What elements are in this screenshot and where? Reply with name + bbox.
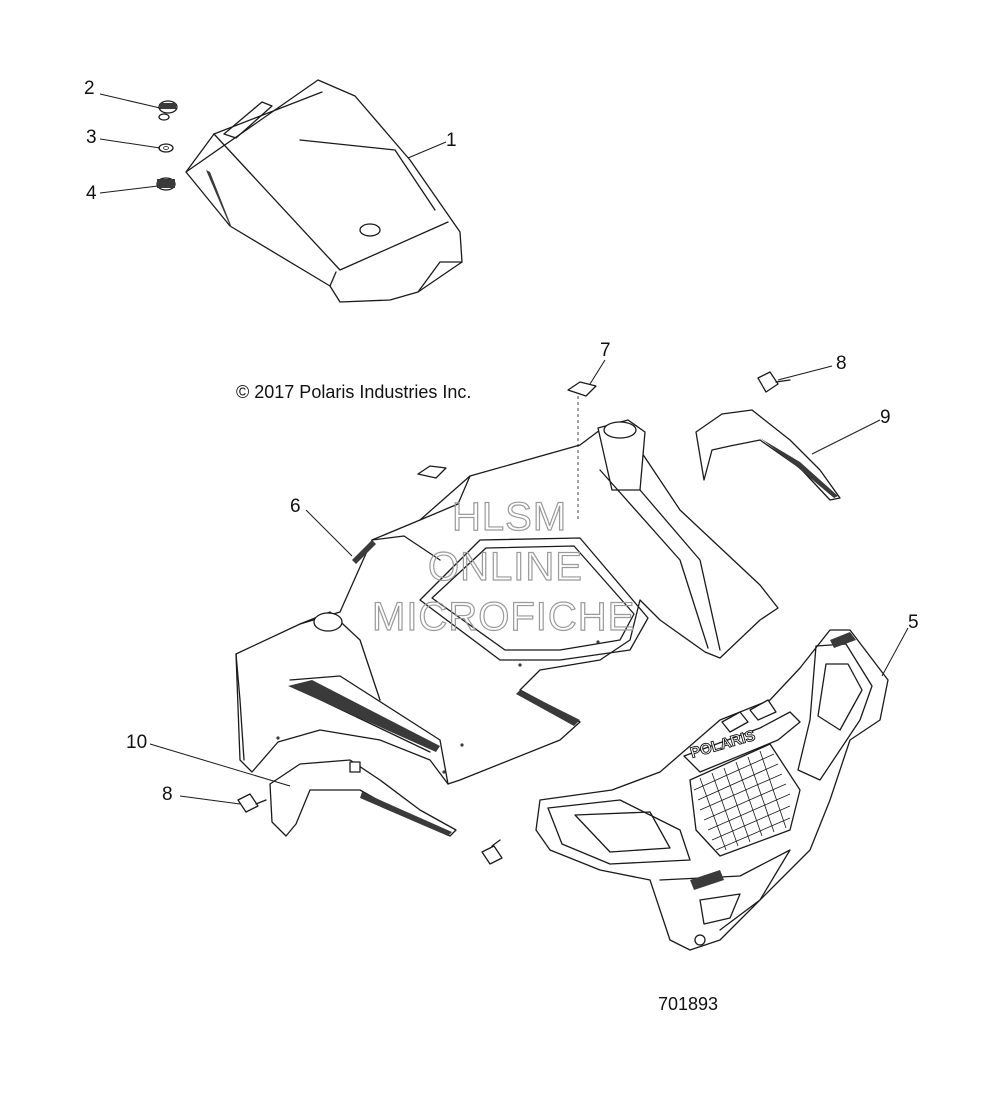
- hood-cover-part-1[interactable]: [185, 79, 463, 303]
- fender-flare-part-10[interactable]: [269, 759, 457, 837]
- washer-part-3[interactable]: [158, 143, 174, 153]
- clip-part-7[interactable]: [567, 381, 597, 520]
- callout-6: 6: [290, 496, 301, 517]
- grille-mesh: [689, 743, 801, 857]
- watermark-line-3: MICROFICHE: [372, 595, 635, 639]
- push-fastener-part-2[interactable]: [158, 100, 178, 121]
- leader-lines: [99, 93, 909, 805]
- watermark: HLSM ONLINE MICROFICHE: [371, 494, 635, 639]
- grommet-part-4[interactable]: [156, 177, 176, 191]
- callouts: 2 3 4 1 7 8 9 6 5 10 8: [84, 78, 919, 805]
- front-bumper-grille-part-5[interactable]: POLARIS: [535, 629, 889, 951]
- callout-8a: 8: [836, 353, 847, 374]
- callout-7: 7: [600, 340, 611, 361]
- push-rivet-part-8-left[interactable]: [237, 793, 267, 813]
- callout-4: 4: [86, 183, 97, 204]
- figure-number: 701893: [658, 994, 718, 1014]
- callout-10: 10: [126, 732, 147, 753]
- push-rivet-part-8-top[interactable]: [757, 371, 791, 393]
- fender-flare-part-9[interactable]: [695, 409, 841, 501]
- callout-9: 9: [880, 407, 891, 428]
- callout-8b: 8: [162, 784, 173, 805]
- push-rivet-extra[interactable]: [481, 839, 503, 865]
- watermark-line-2: ONLINE: [428, 545, 583, 589]
- watermark-line-1: HLSM: [452, 495, 567, 539]
- copyright-notice: © 2017 Polaris Industries Inc.: [236, 382, 471, 402]
- callout-5: 5: [908, 612, 919, 633]
- callout-1: 1: [446, 130, 457, 151]
- callout-2: 2: [84, 78, 95, 99]
- front-body-panel-part-6[interactable]: [235, 419, 779, 785]
- callout-3: 3: [86, 127, 97, 148]
